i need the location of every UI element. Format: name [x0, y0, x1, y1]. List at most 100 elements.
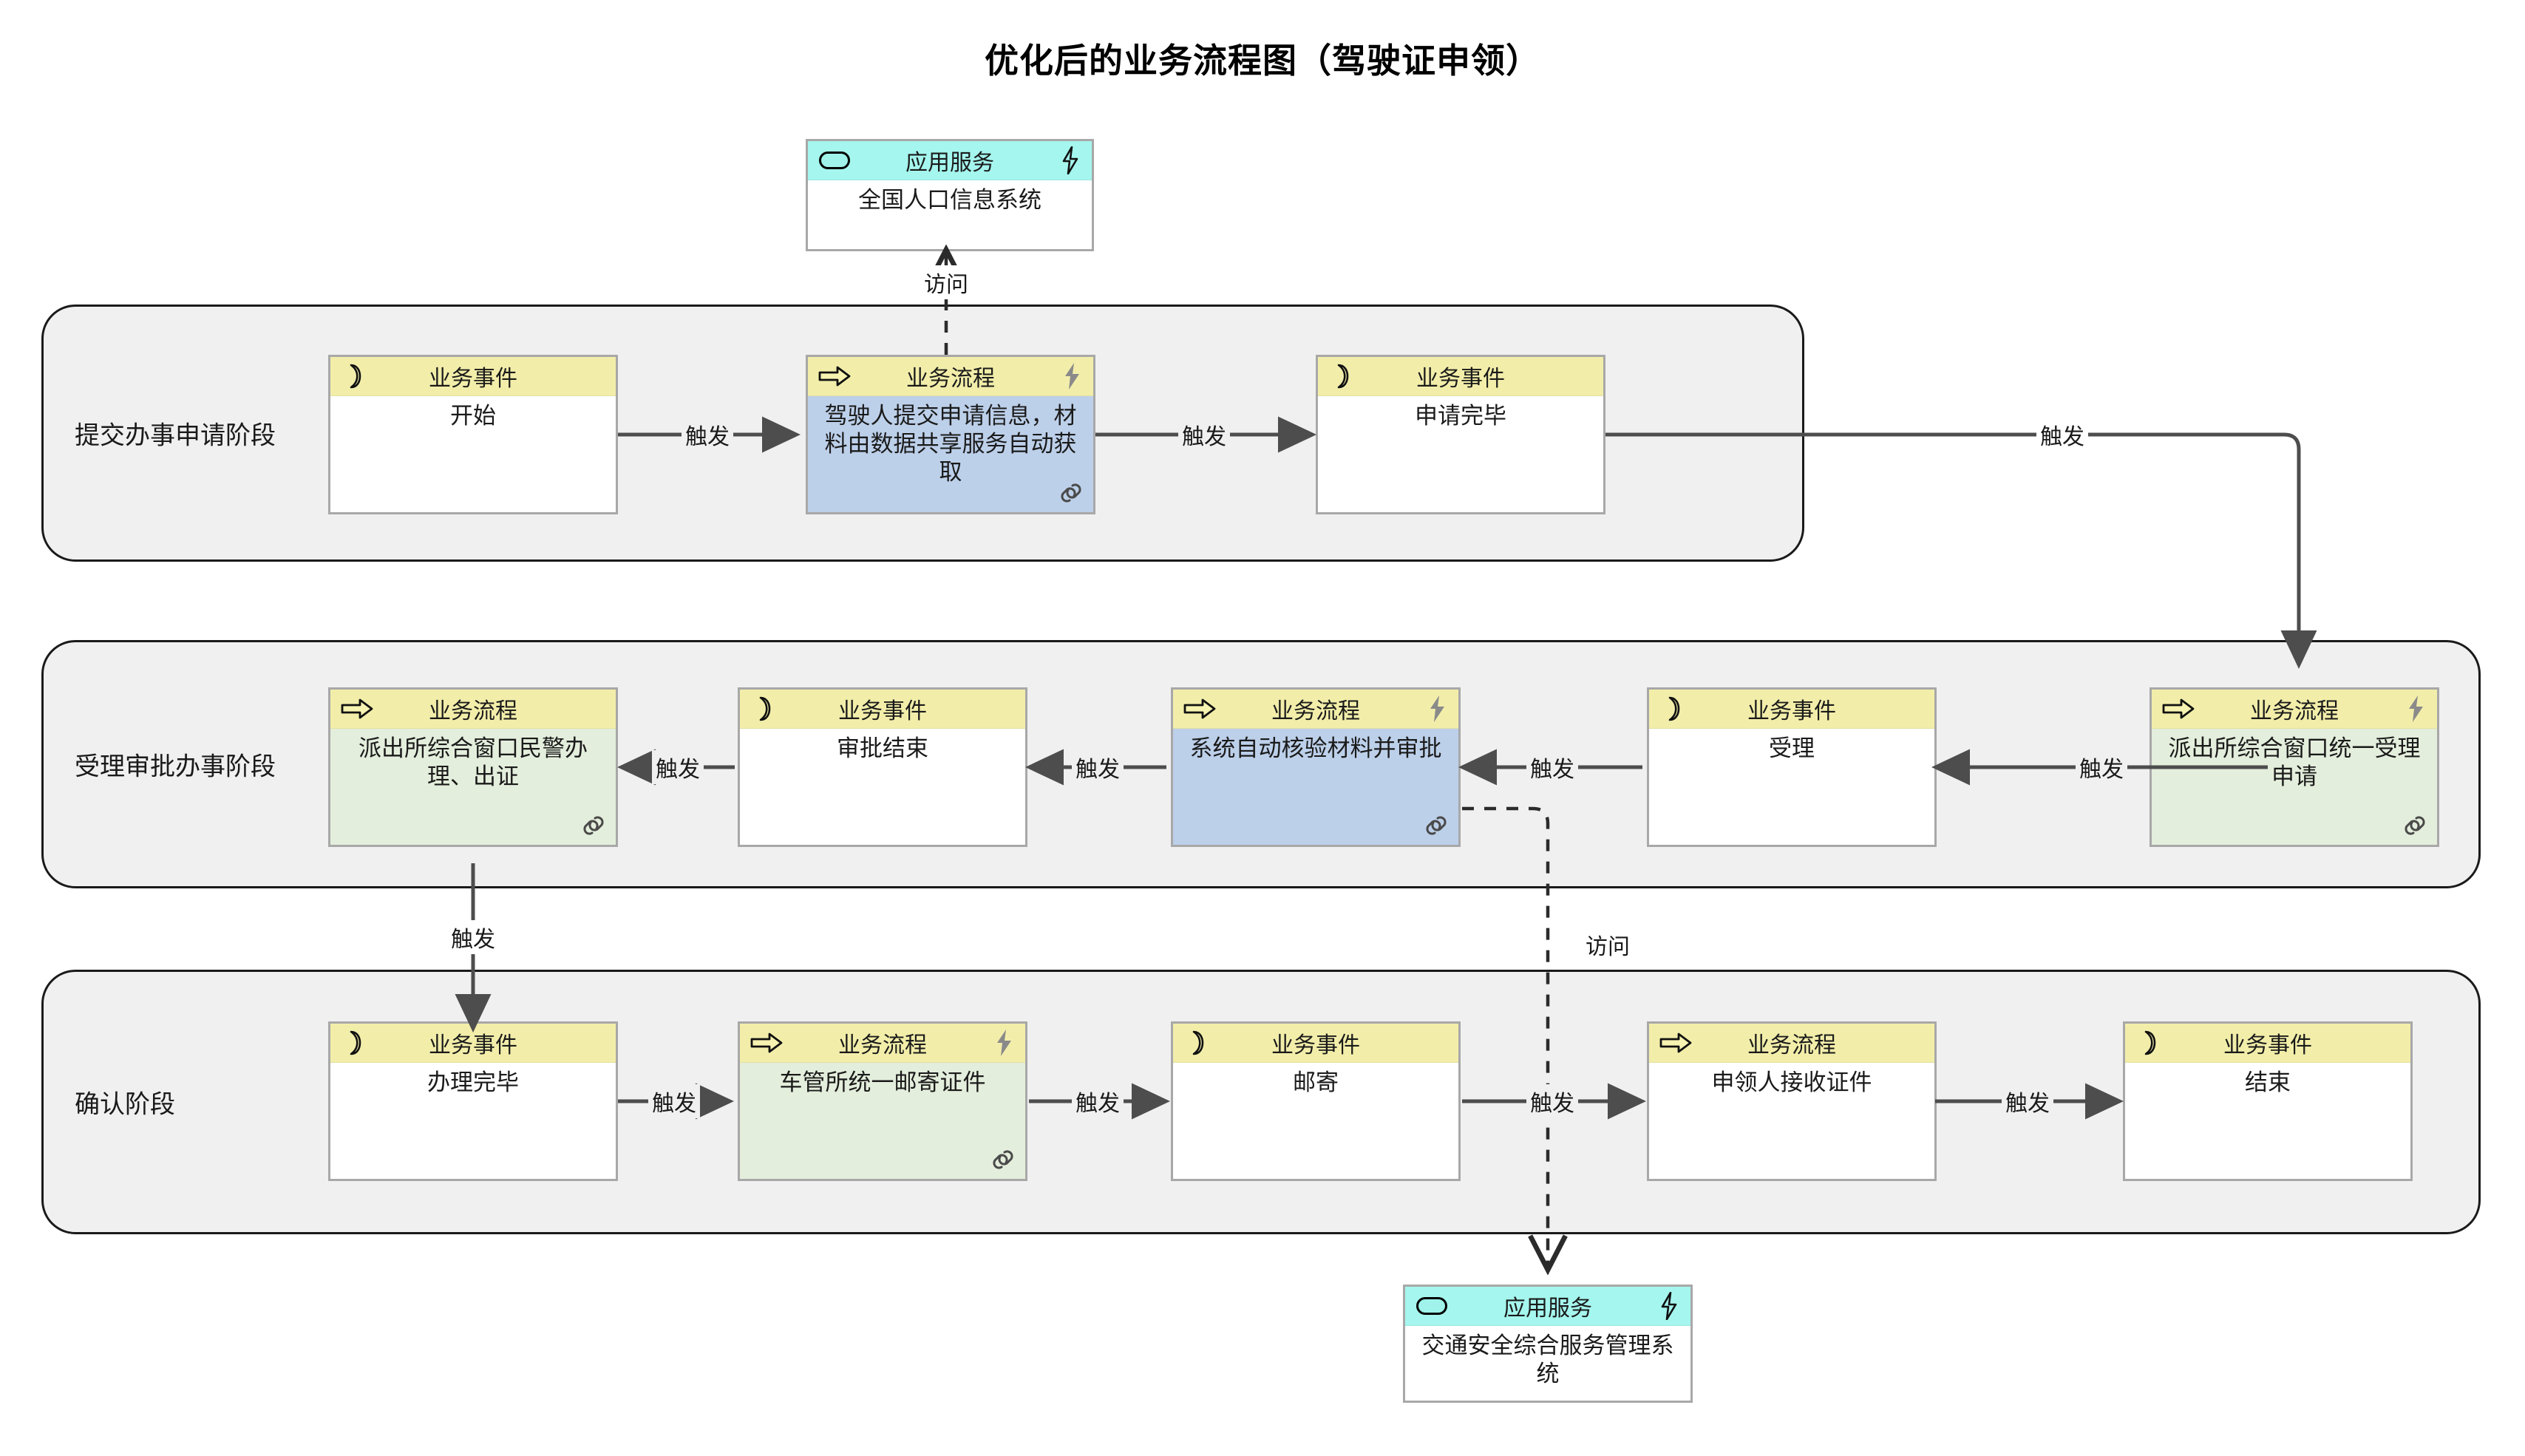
- node-business-process-submit[interactable]: 业务流程 驾驶人提交申请信息，材料由数据共享服务自动获取: [806, 355, 1095, 514]
- node-business-event-mailed[interactable]: 业务事件 邮寄: [1171, 1021, 1461, 1181]
- node-type-label: 业务流程: [906, 367, 995, 391]
- node-name: 办理完毕: [330, 1063, 616, 1179]
- node-name: 交通安全综合服务管理系统: [1405, 1326, 1690, 1401]
- event-moon-icon: [750, 696, 783, 721]
- node-header: 应用服务: [1405, 1287, 1690, 1326]
- phase-confirm-label: 确认阶段: [75, 1090, 175, 1119]
- lightning-icon: [1059, 146, 1081, 174]
- node-header: 业务流程: [808, 357, 1093, 396]
- node-name: 系统自动核验材料并审批: [1173, 729, 1458, 845]
- edge-label-e9: 触发: [648, 1084, 700, 1118]
- edge-label-e5: 触发: [1526, 750, 1578, 784]
- node-header: 业务事件: [2125, 1024, 2410, 1063]
- node-business-process-mail[interactable]: 业务流程 车管所统一邮寄证件: [738, 1021, 1027, 1181]
- node-type-label: 业务流程: [838, 1033, 927, 1058]
- node-type-label: 业务事件: [429, 367, 517, 391]
- process-arrow-icon: [750, 1030, 783, 1055]
- edge-label-e3: 触发: [2036, 418, 2088, 452]
- node-business-process-accept[interactable]: 业务流程 派出所综合窗口统一受理申请: [2150, 687, 2439, 847]
- edge-label-e4: 触发: [2076, 750, 2127, 784]
- node-header: 业务事件: [1318, 357, 1603, 396]
- node-name: 驾驶人提交申请信息，材料由数据共享服务自动获取: [808, 396, 1093, 512]
- node-type-label: 业务事件: [838, 699, 927, 724]
- process-arrow-icon: [1183, 696, 1216, 721]
- phase-submit-label: 提交办事申请阶段: [75, 421, 276, 450]
- node-type-label: 业务流程: [1271, 699, 1360, 724]
- edge-label-e6: 触发: [1072, 750, 1124, 784]
- node-header: 业务事件: [1649, 690, 1934, 729]
- process-arrow-icon: [818, 364, 851, 389]
- node-type-label: 业务事件: [1416, 367, 1505, 391]
- node-type-label: 业务流程: [429, 699, 517, 724]
- node-application-service-population[interactable]: 应用服务 全国人口信息系统: [806, 139, 1094, 251]
- node-type-label: 应用服务: [1503, 1296, 1592, 1321]
- lightning-icon: [1426, 695, 1448, 723]
- lightning-icon: [1061, 362, 1083, 390]
- node-type-label: 业务流程: [1747, 1033, 1836, 1058]
- node-header: 应用服务: [808, 141, 1092, 180]
- event-moon-icon: [1328, 364, 1361, 389]
- node-name: 邮寄: [1173, 1063, 1458, 1179]
- node-name: 申请完毕: [1318, 396, 1603, 512]
- node-type-label: 业务流程: [2250, 699, 2339, 724]
- node-name: 车管所统一邮寄证件: [740, 1063, 1025, 1179]
- edge-label-e11: 触发: [1526, 1084, 1578, 1118]
- link-icon: [579, 811, 608, 840]
- node-business-event-done[interactable]: 业务事件 办理完毕: [328, 1021, 618, 1181]
- node-name: 审批结束: [740, 729, 1025, 845]
- node-header: 业务事件: [330, 1024, 616, 1063]
- node-header: 业务流程: [740, 1024, 1025, 1063]
- lightning-icon: [1658, 1292, 1680, 1320]
- edge-label-e12: 触发: [2002, 1084, 2053, 1118]
- lightning-icon: [993, 1029, 1015, 1057]
- node-type-label: 应用服务: [905, 151, 994, 175]
- node-header: 业务流程: [2152, 690, 2437, 729]
- link-icon: [1056, 478, 1086, 508]
- node-header: 业务流程: [1649, 1024, 1934, 1063]
- node-type-label: 业务事件: [429, 1033, 517, 1058]
- edge-label-e1: 触发: [682, 418, 733, 452]
- node-header: 业务流程: [1173, 690, 1458, 729]
- node-header: 业务流程: [330, 690, 616, 729]
- process-arrow-icon: [341, 696, 373, 721]
- event-moon-icon: [1183, 1030, 1216, 1055]
- node-name: 受理: [1649, 729, 1934, 845]
- link-icon: [2400, 811, 2430, 840]
- process-arrow-icon: [2162, 696, 2195, 721]
- edge-label-e2: 触发: [1178, 418, 1230, 452]
- page-title: 优化后的业务流程图（驾驶证申领）: [985, 41, 1540, 80]
- node-application-service-traffic[interactable]: 应用服务 交通安全综合服务管理系统: [1403, 1285, 1693, 1403]
- node-header: 业务事件: [330, 357, 616, 396]
- node-business-event-accepted[interactable]: 业务事件 受理: [1647, 687, 1937, 847]
- node-business-event-applied[interactable]: 业务事件 申请完毕: [1316, 355, 1605, 514]
- node-name: 派出所综合窗口统一受理申请: [2152, 729, 2437, 845]
- edge-label-a1: 访问: [920, 265, 972, 299]
- phase-approve-label: 受理审批办事阶段: [75, 752, 276, 781]
- node-business-event-approved[interactable]: 业务事件 审批结束: [738, 687, 1027, 847]
- node-business-process-police[interactable]: 业务流程 派出所综合窗口民警办理、出证: [328, 687, 618, 847]
- event-moon-icon: [341, 1030, 373, 1055]
- node-business-event-end[interactable]: 业务事件 结束: [2123, 1021, 2413, 1181]
- process-arrow-icon: [1659, 1030, 1692, 1055]
- node-name: 全国人口信息系统: [808, 180, 1092, 249]
- node-header: 业务事件: [740, 690, 1025, 729]
- node-header: 业务事件: [1173, 1024, 1458, 1063]
- node-type-label: 业务事件: [1271, 1033, 1360, 1058]
- edge-label-e7: 触发: [652, 750, 704, 784]
- edge-label-e10: 触发: [1072, 1084, 1124, 1118]
- node-name: 申领人接收证件: [1649, 1063, 1934, 1179]
- edge-label-e8: 触发: [447, 920, 499, 954]
- node-type-label: 业务事件: [2223, 1033, 2312, 1058]
- node-business-process-receive[interactable]: 业务流程 申领人接收证件: [1647, 1021, 1937, 1181]
- node-business-event-start[interactable]: 业务事件 开始: [328, 355, 618, 514]
- event-moon-icon: [341, 364, 373, 389]
- link-icon: [988, 1145, 1018, 1174]
- link-icon: [1421, 811, 1451, 840]
- lightning-icon: [2405, 695, 2427, 723]
- node-business-process-auto-verify[interactable]: 业务流程 系统自动核验材料并审批: [1171, 687, 1461, 847]
- node-name: 结束: [2125, 1063, 2410, 1179]
- event-moon-icon: [1659, 696, 1692, 721]
- rounded-rect-icon: [818, 148, 851, 173]
- event-moon-icon: [2135, 1030, 2168, 1055]
